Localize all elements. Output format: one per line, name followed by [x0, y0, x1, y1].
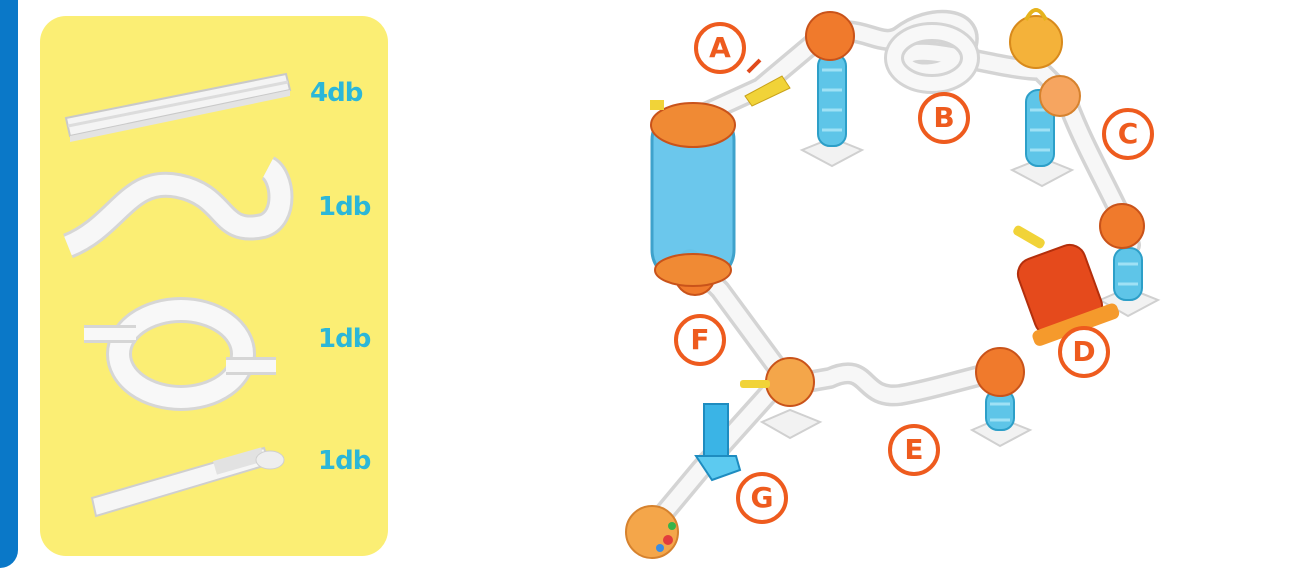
section-label-e: E	[888, 424, 940, 476]
section-label-b: B	[918, 92, 970, 144]
section-label-c: C	[1102, 108, 1154, 160]
section-label-a: A	[694, 22, 746, 74]
section-label-g: G	[736, 472, 788, 524]
section-label-d: D	[1058, 326, 1110, 378]
section-label-f: F	[674, 314, 726, 366]
